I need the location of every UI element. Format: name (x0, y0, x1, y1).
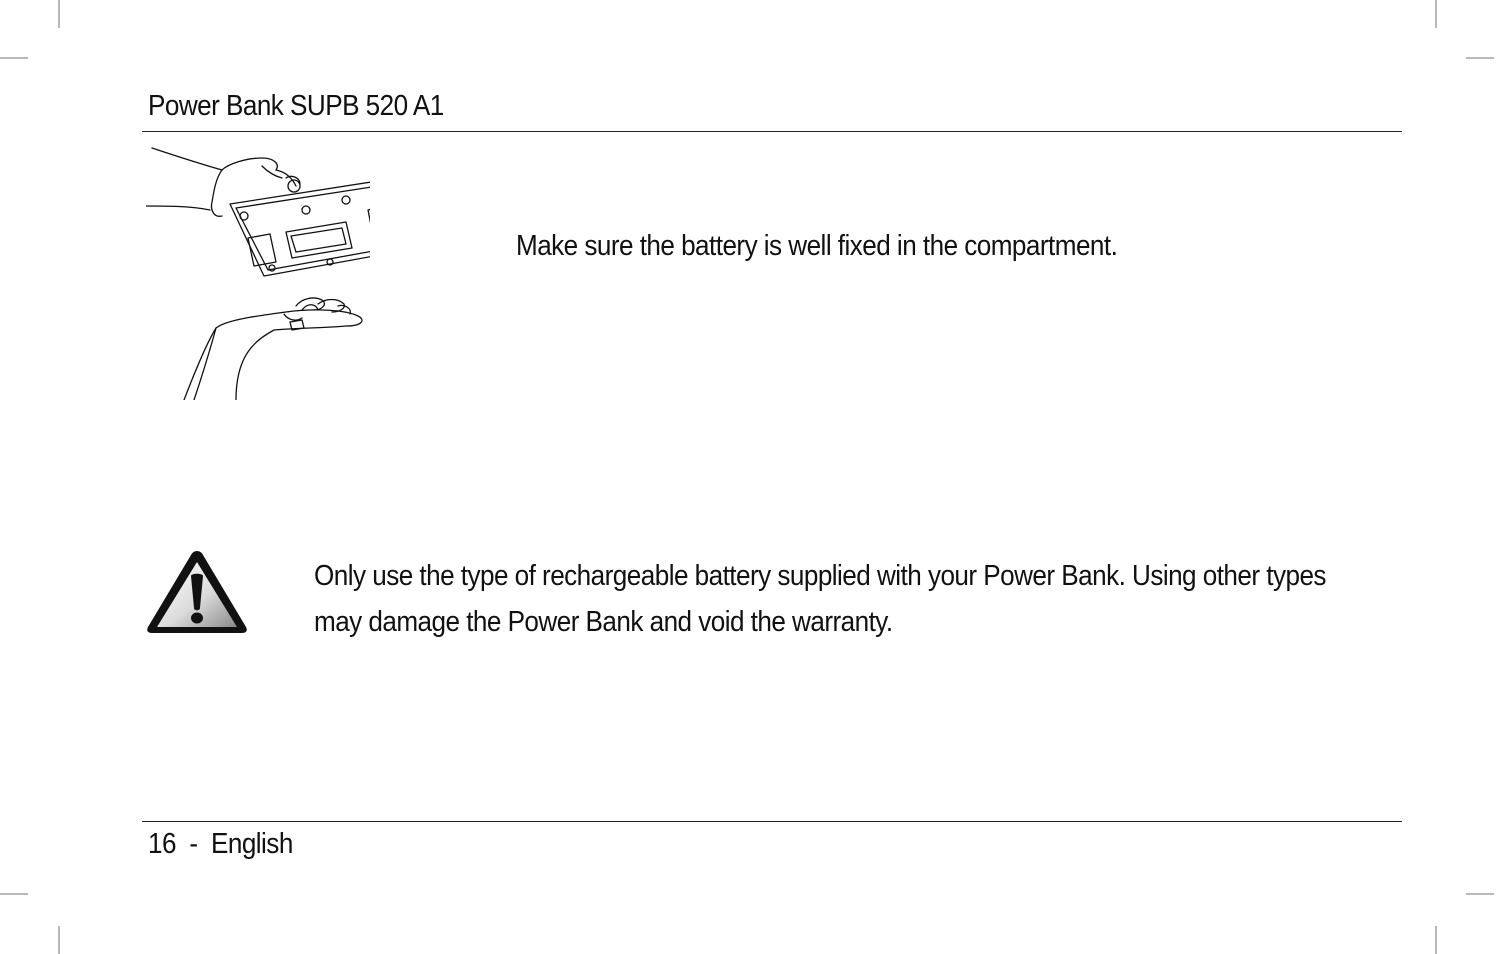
hands-inserting-battery-illustration (146, 147, 370, 400)
page-footer: 16 - English (148, 828, 293, 861)
step-instruction-text: Make sure the battery is well fixed in t… (516, 230, 1118, 262)
page-number: 16 (148, 828, 176, 860)
page-header-title: Power Bank SUPB 520 A1 (148, 90, 444, 122)
crop-mark-bottom-left-vertical (58, 926, 60, 954)
crop-mark-top-left-horizontal (0, 57, 28, 59)
crop-mark-top-right-vertical (1435, 0, 1437, 28)
crop-mark-top-left-vertical (58, 0, 60, 28)
header-rule (142, 131, 1402, 132)
footer-language: English (210, 828, 293, 860)
footer-separator: - (189, 828, 198, 860)
warning-text: Only use the type of rechargeable batter… (314, 560, 1326, 638)
crop-mark-bottom-left-horizontal (0, 893, 28, 895)
crop-mark-bottom-right-vertical (1435, 926, 1437, 954)
footer-rule (142, 821, 1402, 822)
crop-mark-bottom-right-horizontal (1466, 893, 1494, 895)
warning-triangle-icon (147, 551, 247, 633)
crop-mark-top-right-horizontal (1466, 57, 1494, 59)
